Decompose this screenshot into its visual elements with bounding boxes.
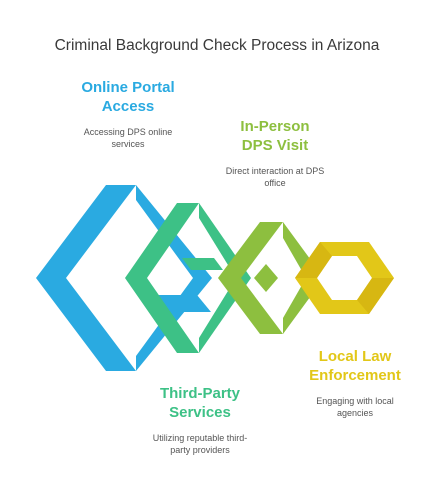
step-3-description: Direct interaction at DPS office [225, 166, 325, 188]
step-1-description: Accessing DPS online services [83, 127, 173, 149]
step-3-heading: In-Person DPS Visit [240, 118, 310, 154]
step-1-heading: Online Portal Access [81, 79, 175, 115]
step-2-label: Third-Party Services Utilizing reputable… [130, 384, 270, 456]
step-3-label: In-Person DPS Visit Direct interaction a… [200, 117, 350, 189]
diagram-title: Criminal Background Check Process in Ari… [54, 37, 380, 54]
step-4-label: Local Law Enforcement Engaging with loca… [290, 347, 420, 419]
step-2-heading: Third-Party Services [159, 385, 240, 421]
step-4-description: Engaging with local agencies [316, 396, 394, 418]
step-2-description: Utilizing reputable third-party provider… [152, 433, 248, 455]
step-4-heading: Local Law Enforcement [309, 348, 401, 384]
step-1-label: Online Portal Access Accessing DPS onlin… [63, 78, 193, 150]
step-4-shape [295, 242, 394, 314]
